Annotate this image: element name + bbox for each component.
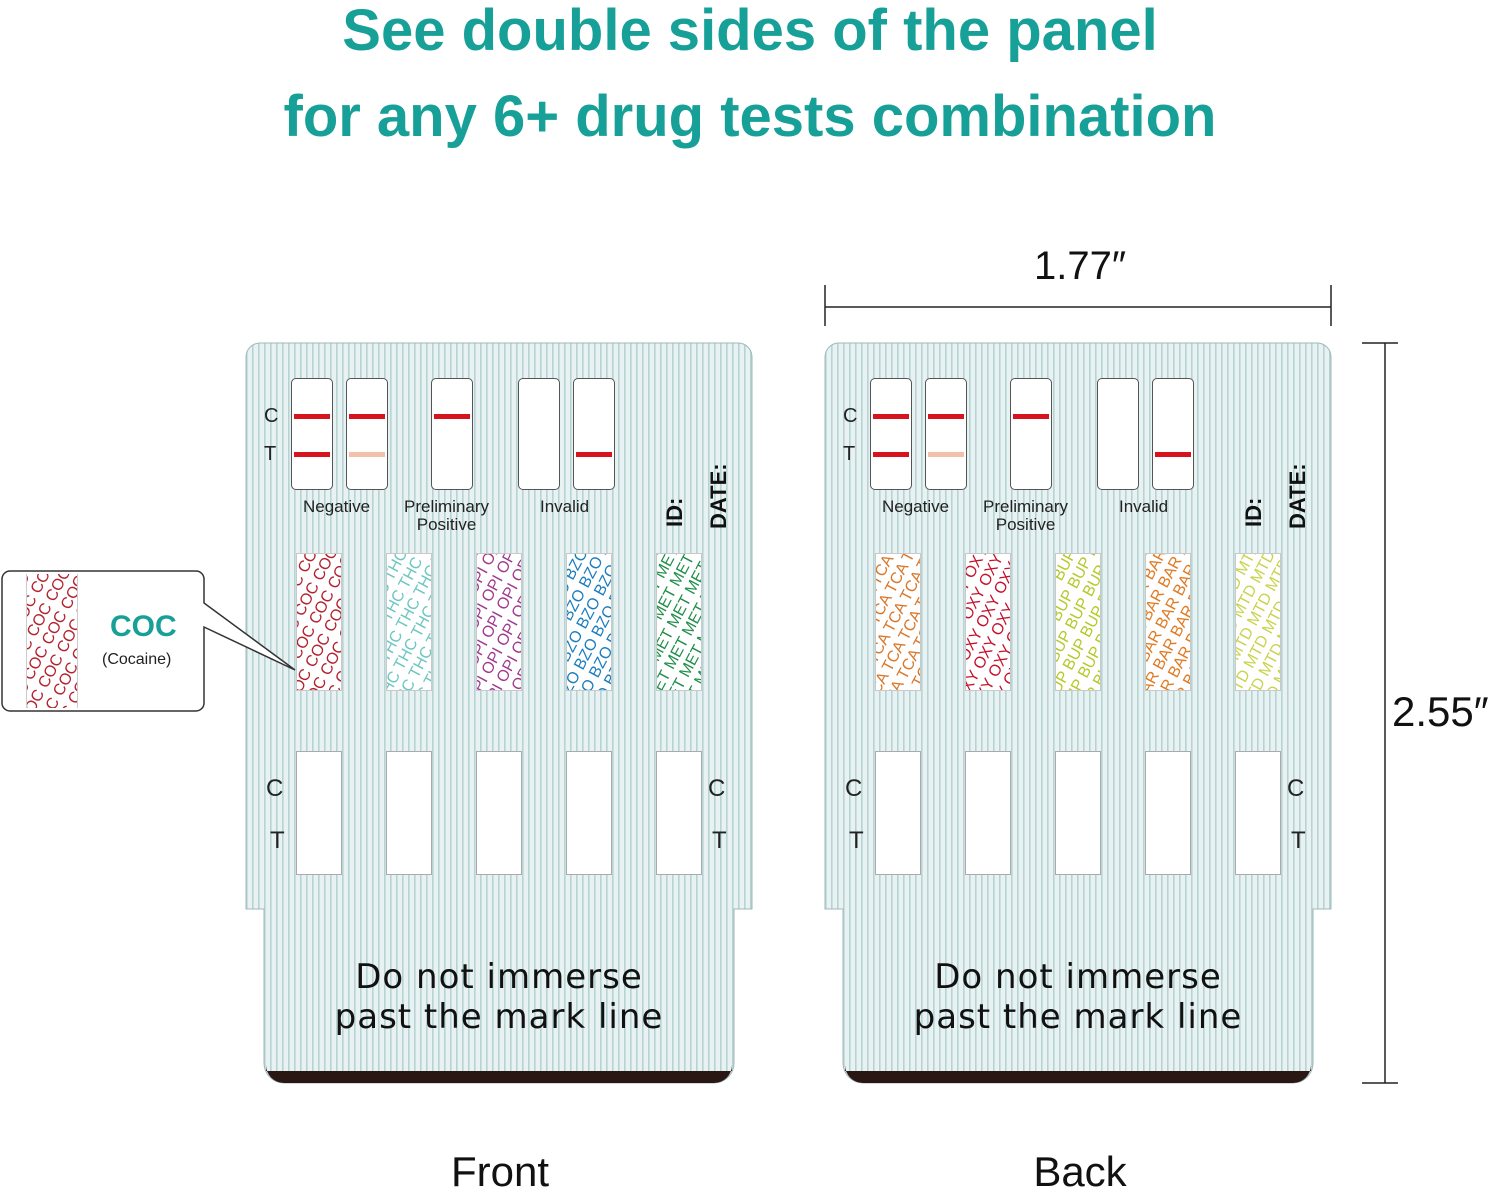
control-label: C: [845, 775, 862, 803]
drug-strip: MTD MTD MTD MTD MTD MTD MTD MTD MTD MTD …: [1235, 553, 1281, 691]
test-window: [656, 751, 702, 875]
control-label: C: [1287, 775, 1304, 803]
control-line: [928, 414, 964, 419]
result-window-positive: [1010, 378, 1052, 490]
drug-strip: BAR BAR BAR BAR BAR BAR BAR BAR BAR BAR …: [1145, 553, 1191, 691]
callout-drug-name: (Cocaine): [102, 651, 171, 669]
id-field-label: ID:: [1241, 498, 1267, 527]
front-panel: C T Negative Preliminary Positive Invali…: [246, 343, 752, 1083]
drug-strip: TCA TCA TCA TCA TCA TCA TCA TCA TCA TCA …: [875, 553, 921, 691]
test-window: [386, 751, 432, 875]
result-window-invalid-1: [518, 378, 560, 490]
test-window: [1145, 751, 1191, 875]
preliminary-text: Preliminary: [404, 498, 489, 516]
preliminary-text: Preliminary: [983, 498, 1068, 516]
callout-drug-code: COC: [110, 610, 177, 644]
headline-line-2: for any 6+ drug tests combination: [0, 88, 1500, 146]
strip-code-pattern: OPI OPI OPI OPI OPI OPI OPI OPI OPI OPI …: [477, 554, 522, 691]
test-label: T: [843, 443, 855, 466]
date-field-label: DATE:: [1285, 463, 1311, 529]
warning-line-2: past the mark line: [825, 997, 1331, 1037]
strip-code-pattern: BUP BUP BUP BUP BUP BUP BUP BUP BUP BUP …: [1056, 554, 1101, 691]
result-window-invalid-2: [573, 378, 615, 490]
width-dimension-label: 1.77″: [975, 244, 1185, 289]
warning-line-1: Do not immerse: [246, 957, 752, 997]
drug-strip: MET MET MET MET MET MET MET MET MET MET …: [656, 553, 702, 691]
height-dimension-label: 2.55″: [1392, 688, 1489, 736]
strip-code-pattern: THC THC THC THC THC THC THC THC THC THC …: [387, 554, 432, 691]
id-field-label: ID:: [662, 498, 688, 527]
test-window: [875, 751, 921, 875]
test-label: T: [849, 827, 864, 855]
test-window: [965, 751, 1011, 875]
strip-code-pattern: MTD MTD MTD MTD MTD MTD MTD MTD MTD MTD …: [1236, 554, 1281, 691]
drug-strip: BUP BUP BUP BUP BUP BUP BUP BUP BUP BUP …: [1055, 553, 1101, 691]
test-line: [873, 452, 909, 457]
back-panel: C T Negative Preliminary Positive Invali…: [825, 343, 1331, 1083]
warning-line-1: Do not immerse: [825, 957, 1331, 997]
strip-code-pattern: MET MET MET MET MET MET MET MET MET MET …: [657, 554, 702, 691]
test-window: [476, 751, 522, 875]
drug-strip: OXY OXY OXY OXY OXY OXY OXY OXY OXY OXY …: [965, 553, 1011, 691]
result-window-negative-1: [870, 378, 912, 490]
callout-strip-sample: COC COC COC COC COC COC COC COC COC COC …: [26, 574, 78, 708]
test-window: [1235, 751, 1281, 875]
headline-line-1: See double sides of the panel: [0, 2, 1500, 60]
control-label: C: [266, 775, 283, 803]
test-window: [296, 751, 342, 875]
negative-label: Negative: [303, 498, 370, 516]
result-window-invalid-2: [1152, 378, 1194, 490]
result-window-positive: [431, 378, 473, 490]
test-window: [1055, 751, 1101, 875]
date-field-label: DATE:: [706, 463, 732, 529]
control-line: [349, 414, 385, 419]
test-line-faint: [349, 452, 385, 457]
immersion-warning: Do not immerse past the mark line: [825, 957, 1331, 1037]
test-line: [294, 452, 330, 457]
strip-code-pattern: OXY OXY OXY OXY OXY OXY OXY OXY OXY OXY …: [966, 554, 1011, 691]
negative-label: Negative: [882, 498, 949, 516]
positive-text: Positive: [983, 516, 1068, 534]
drug-strip: COC COC COC COC COC COC COC COC COC COC …: [296, 553, 342, 691]
test-line: [1155, 452, 1191, 457]
result-window-invalid-1: [1097, 378, 1139, 490]
strip-code-pattern: TCA TCA TCA TCA TCA TCA TCA TCA TCA TCA …: [876, 554, 921, 691]
drug-strip: OPI OPI OPI OPI OPI OPI OPI OPI OPI OPI …: [476, 553, 522, 691]
test-label: T: [1291, 827, 1306, 855]
invalid-label: Invalid: [1119, 498, 1168, 516]
drug-strip: BZO BZO BZO BZO BZO BZO BZO BZO BZO BZO …: [566, 553, 612, 691]
control-line: [434, 414, 470, 419]
strip-code-pattern: BZO BZO BZO BZO BZO BZO BZO BZO BZO BZO …: [567, 554, 612, 691]
preliminary-positive-label: Preliminary Positive: [983, 498, 1068, 534]
test-line-faint: [928, 452, 964, 457]
test-label: T: [264, 443, 276, 466]
test-line: [576, 452, 612, 457]
result-window-negative-2: [925, 378, 967, 490]
back-caption: Back: [930, 1148, 1230, 1196]
immersion-warning: Do not immerse past the mark line: [246, 957, 752, 1037]
invalid-label: Invalid: [540, 498, 589, 516]
strip-code-pattern: COC COC COC COC COC COC COC COC COC COC …: [297, 554, 342, 691]
control-line: [294, 414, 330, 419]
preliminary-positive-label: Preliminary Positive: [404, 498, 489, 534]
test-label: T: [270, 827, 285, 855]
strip-code-pattern: COC COC COC COC COC COC COC COC COC COC …: [27, 574, 77, 708]
warning-line-2: past the mark line: [246, 997, 752, 1037]
control-label: C: [264, 405, 278, 428]
strip-code-pattern: BAR BAR BAR BAR BAR BAR BAR BAR BAR BAR …: [1146, 554, 1191, 691]
control-label: C: [708, 775, 725, 803]
drug-strip: THC THC THC THC THC THC THC THC THC THC …: [386, 553, 432, 691]
result-window-negative-1: [291, 378, 333, 490]
test-window: [566, 751, 612, 875]
front-caption: Front: [350, 1148, 650, 1196]
test-label: T: [712, 827, 727, 855]
result-window-negative-2: [346, 378, 388, 490]
control-line: [1013, 414, 1049, 419]
control-label: C: [843, 405, 857, 428]
positive-text: Positive: [404, 516, 489, 534]
control-line: [873, 414, 909, 419]
